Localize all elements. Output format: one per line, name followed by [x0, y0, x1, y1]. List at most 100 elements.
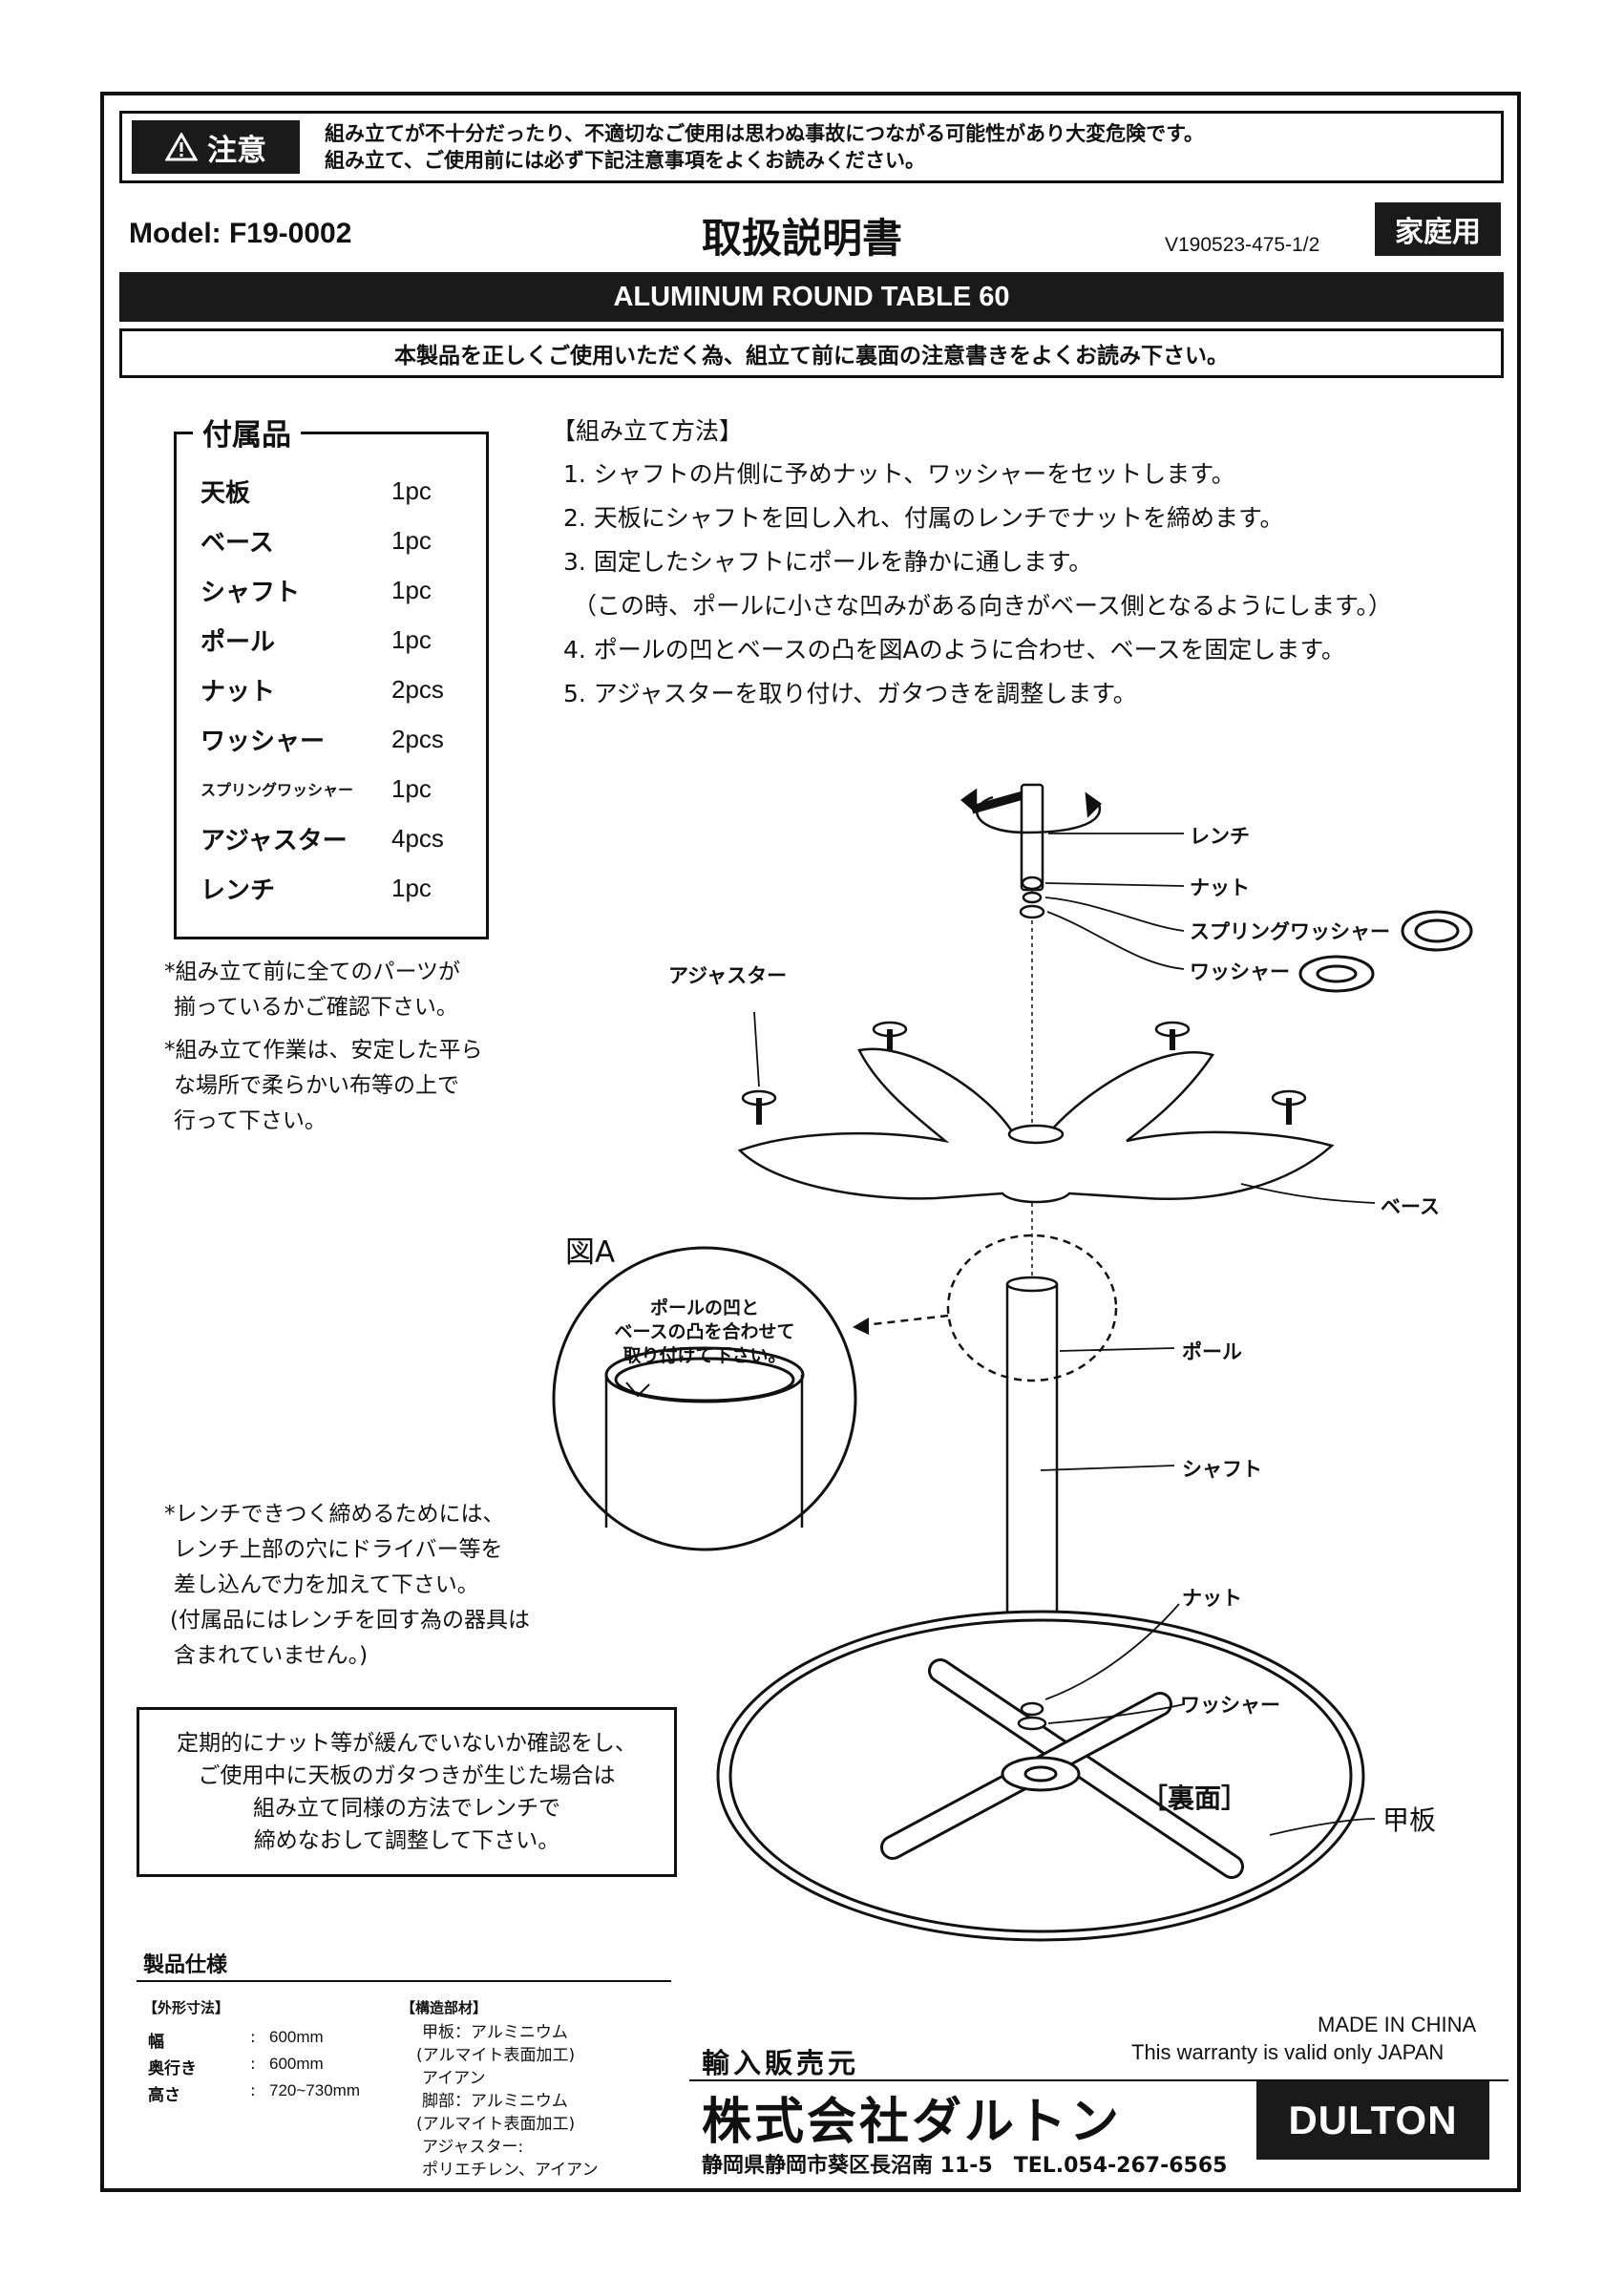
parts-list-box: [174, 432, 489, 939]
dimensions-title: 【外形寸法】: [143, 1999, 230, 2016]
part-name: ワッシャー: [200, 727, 326, 756]
tip-line: 組み立て同様の方法でレンチで: [253, 1796, 560, 1821]
parts-row: ナット 2pcs: [200, 664, 487, 714]
parts-list-title: 付属品: [193, 411, 301, 453]
label-tabletop: 甲板: [1382, 1804, 1437, 1836]
label-washer-top: ワッシャー: [1190, 960, 1290, 983]
bottom-hardware: [1017, 1701, 1047, 1731]
label-nut-bottom: ナット: [1182, 1587, 1242, 1610]
width-label: 幅: [148, 2033, 164, 2052]
part-qty: 2pcs: [391, 674, 444, 704]
figure-a-note-line: ポールの凹と: [649, 1297, 759, 1318]
model-number: Model: F19-0002: [129, 218, 352, 249]
tip-line: 締めなおして調整して下さい。: [253, 1828, 560, 1853]
spring-washer-illustration: [1401, 910, 1473, 952]
importer-label: 輸入販売元: [702, 2047, 860, 2079]
spec-colon: :: [250, 2055, 256, 2074]
note-wrench: *レンチできつく締めるためには、 レンチ上部の穴にドライバー等を 差し込んで力を…: [164, 1497, 530, 1674]
material-line: 甲板：アルミニウム: [422, 2023, 568, 2042]
material-line: 脚部：アルミニウム: [422, 2092, 568, 2111]
figure-a-illustration: [552, 1246, 857, 1551]
assembly-step-3-note: （この時、ポールに小さな凹みがある向きがベース側となるようにします。）: [573, 592, 1393, 620]
note-line: レンチ上部の穴にドライバー等を: [174, 1537, 503, 1562]
part-name: ナット: [200, 677, 276, 707]
part-name: シャフト: [200, 578, 301, 607]
figure-a-note-line: 取り付けて下さい。: [622, 1345, 787, 1366]
figure-a-note-line: ベースの凸を合わせて: [614, 1321, 795, 1342]
material-line: アイアン: [422, 2069, 486, 2088]
width-value: 600mm: [269, 2028, 324, 2046]
spec-colon: :: [250, 2028, 256, 2047]
parts-row: ワッシャー 2pcs: [200, 714, 487, 764]
material-line: (アルマイト表面加工): [416, 2046, 576, 2065]
height-label: 高さ: [148, 2086, 180, 2105]
assembly-step-4: 4. ポールの凹とベースの凸を図Aのように合わせ、ベースを固定します。: [563, 636, 1345, 664]
base-illustration: [737, 1047, 1335, 1204]
warning-triangle-icon: [165, 133, 198, 161]
label-adjuster: アジャスター: [668, 964, 788, 987]
wrench-illustration: [960, 783, 1102, 892]
parts-row: スプリングワッシャー 1pc: [200, 764, 487, 813]
note-line: な場所で柔らかい布等の上で: [174, 1073, 459, 1098]
adjuster-illustration: [741, 1021, 1307, 1125]
part-name: 天板: [200, 478, 251, 508]
made-in-label: MADE IN CHINA: [1318, 2013, 1477, 2036]
height-value: 720~730mm: [269, 2081, 360, 2099]
part-name: スプリングワッシャー: [200, 781, 354, 799]
warranty-label: This warranty is valid only JAPAN: [1131, 2040, 1445, 2064]
warning-text: 組み立てが不十分だったり、不適切なご使用は思わぬ事故につながる可能性があり大変危…: [325, 120, 1204, 174]
company-address: 静岡県静岡市葵区長沼南 11-5 TEL.054-267-6565: [702, 2154, 1228, 2178]
small-hardware: [1019, 875, 1045, 919]
part-qty: 2pcs: [391, 724, 444, 753]
material-line: アジャスター:: [422, 2138, 524, 2157]
label-shaft: シャフト: [1182, 1458, 1262, 1481]
label-underside: ［裏面］: [1141, 1782, 1249, 1814]
note-line: *組み立て前に全てのパーツが: [164, 960, 461, 984]
note-line: (付属品にはレンチを回す為の器具は: [170, 1608, 530, 1633]
company-name: 株式会社ダルトン: [702, 2094, 1123, 2151]
assembly-title: 【組み立て方法】: [552, 417, 744, 445]
label-pole: ポール: [1182, 1340, 1242, 1363]
part-qty: 1pc: [391, 575, 432, 604]
read-notice: 本製品を正しくご使用いただく為、組立て前に裏面の注意書きをよくお読み下さい。: [119, 328, 1504, 378]
note-flat-surface: *組み立て作業は、安定した平ら な場所で柔らかい布等の上で 行って下さい。: [164, 1033, 483, 1139]
tip-line: 定期的にナット等が緩んでいないか確認をし、: [177, 1731, 637, 1756]
label-wrench: レンチ: [1190, 825, 1250, 848]
warning-box: [119, 111, 1504, 183]
part-qty: 1pc: [391, 773, 432, 803]
version-code: V190523-475-1/2: [1165, 234, 1320, 256]
part-name: アジャスター: [200, 826, 348, 855]
depth-label: 奥行き: [148, 2059, 197, 2078]
depth-value: 600mm: [269, 2055, 324, 2073]
materials-title: 【構造部材】: [401, 1999, 488, 2016]
document-title: 取扱説明書: [702, 215, 903, 262]
tabletop-illustration: [716, 1610, 1365, 1942]
importer-divider: [689, 2079, 1508, 2081]
warning-line-1: 組み立てが不十分だったり、不適切なご使用は思わぬ事故につながる可能性があり大変危…: [325, 122, 1205, 145]
note-check-parts: *組み立て前に全てのパーツが 揃っているかご確認下さい。: [164, 955, 460, 1025]
figure-a-note: ポールの凹と ベースの凸を合わせて 取り付けて下さい。: [579, 1297, 831, 1368]
assembly-step-5: 5. アジャスターを取り付け、ガタつきを調整します。: [563, 680, 1137, 707]
detail-arrow-line: [863, 1314, 949, 1327]
note-line: *組み立て作業は、安定した平ら: [164, 1038, 483, 1063]
parts-row: シャフト 1pc: [200, 565, 487, 615]
leader-lines: [753, 833, 1376, 1836]
home-use-badge: 家庭用: [1375, 202, 1501, 256]
note-line: 揃っているかご確認下さい。: [174, 995, 458, 1020]
part-qty: 1pc: [391, 475, 432, 505]
product-name-bar: ALUMINUM ROUND TABLE 60: [119, 272, 1504, 322]
dulton-logo: DULTON: [1256, 2081, 1489, 2160]
warning-label: 注意: [132, 120, 300, 174]
assembly-step-1: 1. シャフトの片側に予めナット、ワッシャーをセットします。: [563, 460, 1235, 488]
label-washer-bottom: ワッシャー: [1180, 1694, 1280, 1717]
label-figure-a: 図A: [565, 1235, 616, 1270]
tip-line: ご使用中に天板のガタつきが生じた場合は: [198, 1763, 616, 1788]
warning-label-text: 注意: [207, 133, 266, 168]
washer-illustration: [1298, 955, 1375, 993]
part-name: レンチ: [200, 875, 276, 905]
specs-title: 製品仕様: [143, 1953, 228, 1977]
